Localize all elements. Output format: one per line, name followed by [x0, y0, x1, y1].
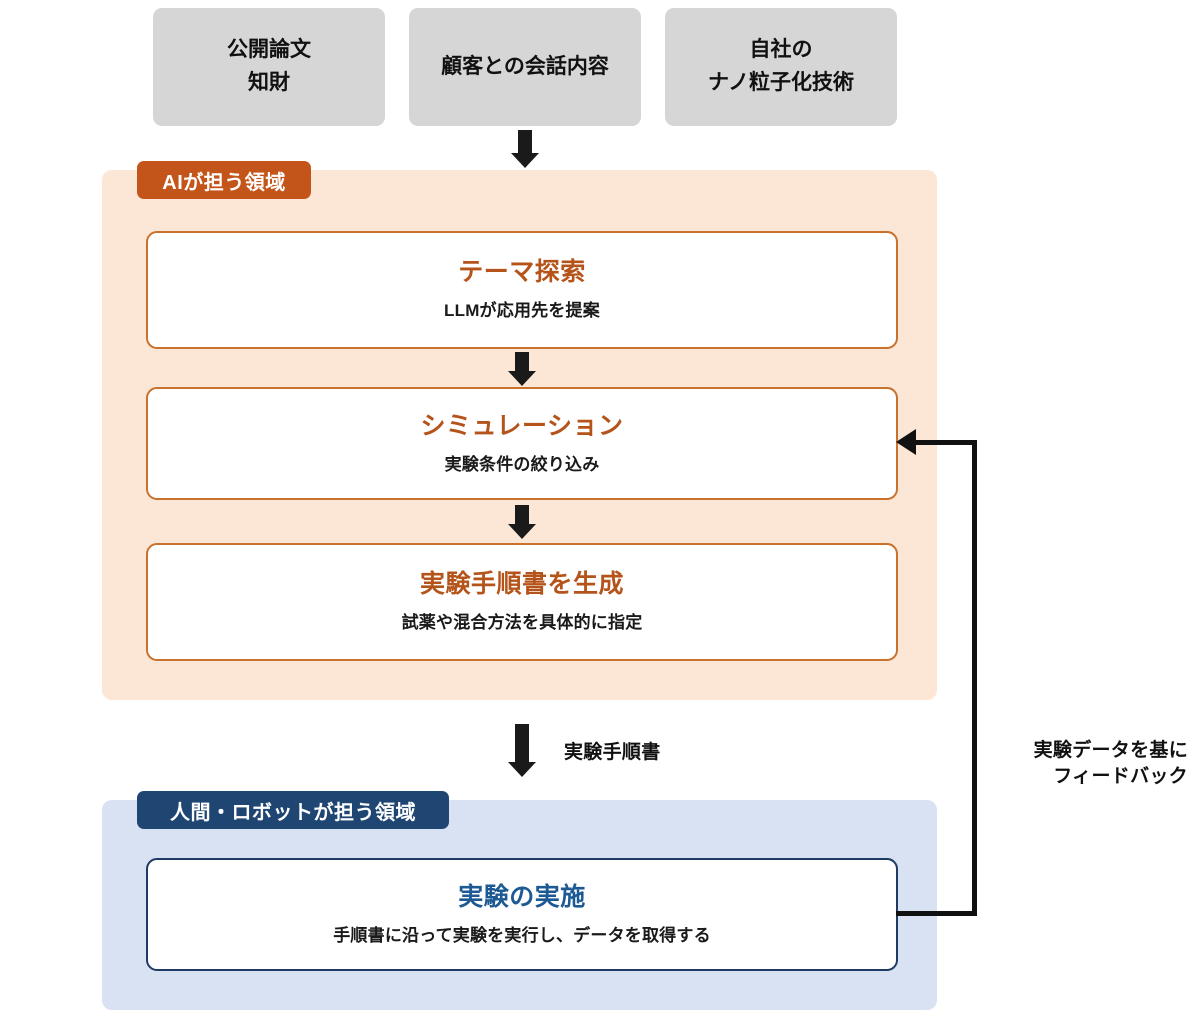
- human-region-badge: 人間・ロボットが担う領域: [137, 791, 449, 829]
- card-title: 実験の実施: [458, 882, 586, 911]
- handoff-label: 実験手順書: [564, 742, 661, 763]
- arrow-theme-to-simulation: [508, 352, 536, 386]
- card-subtitle: 実験条件の絞り込み: [444, 454, 600, 474]
- arrow-ai-to-human: [508, 724, 536, 780]
- feedback-label-line: 実験データを基に: [1033, 740, 1188, 761]
- card-theme-search[interactable]: テーマ探索 LLMが応用先を提案: [146, 231, 898, 349]
- source-line: ナノ粒子化技術: [708, 71, 854, 94]
- arrow-sources-to-ai: [511, 130, 539, 168]
- feedback-arrowhead-icon: [896, 429, 916, 455]
- feedback-line-vertical: [972, 440, 977, 916]
- feedback-label-line: フィードバック: [1053, 765, 1188, 787]
- source-line: 自社の: [749, 38, 813, 62]
- card-simulation[interactable]: シミュレーション 実験条件の絞り込み: [146, 387, 898, 500]
- card-protocol-generation[interactable]: 実験手順書を生成 試薬や混合方法を具体的に指定: [146, 543, 898, 661]
- feedback-label: 実験データを基に フィードバック: [1018, 738, 1188, 789]
- source-box-customer-talks: 顧客との会話内容: [409, 8, 641, 126]
- source-box-papers-ip: 公開論文 知財: [153, 8, 385, 126]
- arrow-simulation-to-protocol: [508, 505, 536, 539]
- feedback-line-bottom: [896, 911, 977, 916]
- card-run-experiment[interactable]: 実験の実施 手順書に沿って実験を実行し、データを取得する: [146, 858, 898, 971]
- card-title: 実験手順書を生成: [419, 570, 624, 599]
- card-subtitle: LLMが応用先を提案: [444, 301, 600, 321]
- card-title: シミュレーション: [420, 411, 624, 440]
- source-box-own-nano-tech: 自社の ナノ粒子化技術: [665, 8, 897, 126]
- card-subtitle: 手順書に沿って実験を実行し、データを取得する: [333, 925, 711, 945]
- source-line: 顧客との会話内容: [441, 54, 609, 78]
- ai-region-badge: AIが担う領域: [137, 161, 311, 199]
- feedback-line-top: [915, 440, 977, 445]
- card-title: テーマ探索: [458, 258, 586, 287]
- source-line: 知財: [248, 71, 290, 94]
- source-line: 公開論文: [227, 38, 311, 62]
- card-subtitle: 試薬や混合方法を具体的に指定: [401, 613, 643, 633]
